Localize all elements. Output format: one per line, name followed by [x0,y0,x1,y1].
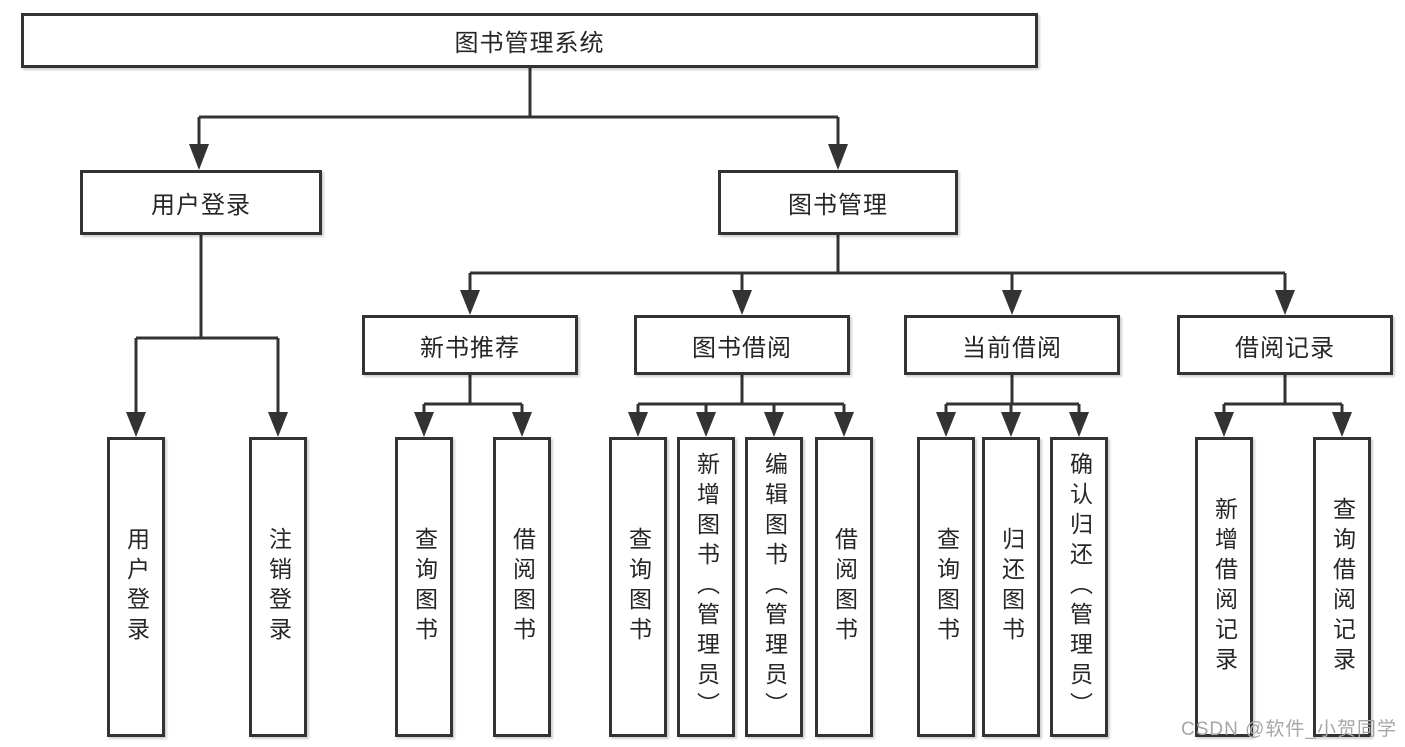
node-new-book-recommend: 新书推荐 [362,315,578,375]
leaf-user-login-label: 用户登录 [123,527,150,647]
leaf-return-book-label: 归还图书 [998,527,1025,647]
watermark-text: CSDN @软件_小贺同学 [1181,719,1397,740]
leaf-user-login: 用户登录 [107,437,165,737]
node-current-borrow-label: 当前借阅 [962,334,1062,362]
leaf-borrow-books-recommend-label: 借阅图书 [509,527,536,647]
leaf-logout-label: 注销登录 [265,527,292,647]
node-user-login: 用户登录 [80,170,322,235]
leaf-logout: 注销登录 [249,437,307,737]
leaf-query-books-recommend: 查询图书 [395,437,453,737]
node-borrow-records-label: 借阅记录 [1235,334,1335,362]
node-current-borrow: 当前借阅 [904,315,1120,375]
leaf-add-book-admin: 新增图书（管理员） [677,437,735,737]
leaf-add-book-admin-label: 新增图书（管理员） [693,452,720,722]
leaf-query-borrow-record-label: 查询借阅记录 [1329,497,1356,677]
node-user-login-label: 用户登录 [151,192,251,219]
leaf-edit-book-admin-label: 编辑图书（管理员） [761,452,788,722]
leaf-confirm-return-admin-label: 确认归还（管理员） [1066,452,1093,722]
node-new-book-recommend-label: 新书推荐 [420,334,520,362]
node-book-borrow: 图书借阅 [634,315,850,375]
leaf-borrow-books-recommend: 借阅图书 [493,437,551,737]
node-root-label: 图书管理系统 [454,30,605,57]
leaf-query-books-borrow: 查询图书 [609,437,667,737]
node-book-management: 图书管理 [718,170,958,235]
leaf-add-borrow-record-label: 新增借阅记录 [1211,497,1238,677]
leaf-borrow-books-borrow: 借阅图书 [815,437,873,737]
leaf-query-books-borrow-label: 查询图书 [625,527,652,647]
node-borrow-records: 借阅记录 [1177,315,1393,375]
node-book-management-label: 图书管理 [788,192,888,219]
node-book-borrow-label: 图书借阅 [692,334,792,362]
leaf-query-books-current: 查询图书 [917,437,975,737]
leaf-query-books-recommend-label: 查询图书 [411,527,438,647]
leaf-confirm-return-admin: 确认归还（管理员） [1050,437,1108,737]
leaf-borrow-books-borrow-label: 借阅图书 [831,527,858,647]
leaf-query-books-current-label: 查询图书 [933,527,960,647]
node-root-system: 图书管理系统 [21,13,1038,68]
leaf-edit-book-admin: 编辑图书（管理员） [745,437,803,737]
leaf-return-book: 归还图书 [982,437,1040,737]
leaf-add-borrow-record: 新增借阅记录 [1195,437,1253,737]
leaf-query-borrow-record: 查询借阅记录 [1313,437,1371,737]
